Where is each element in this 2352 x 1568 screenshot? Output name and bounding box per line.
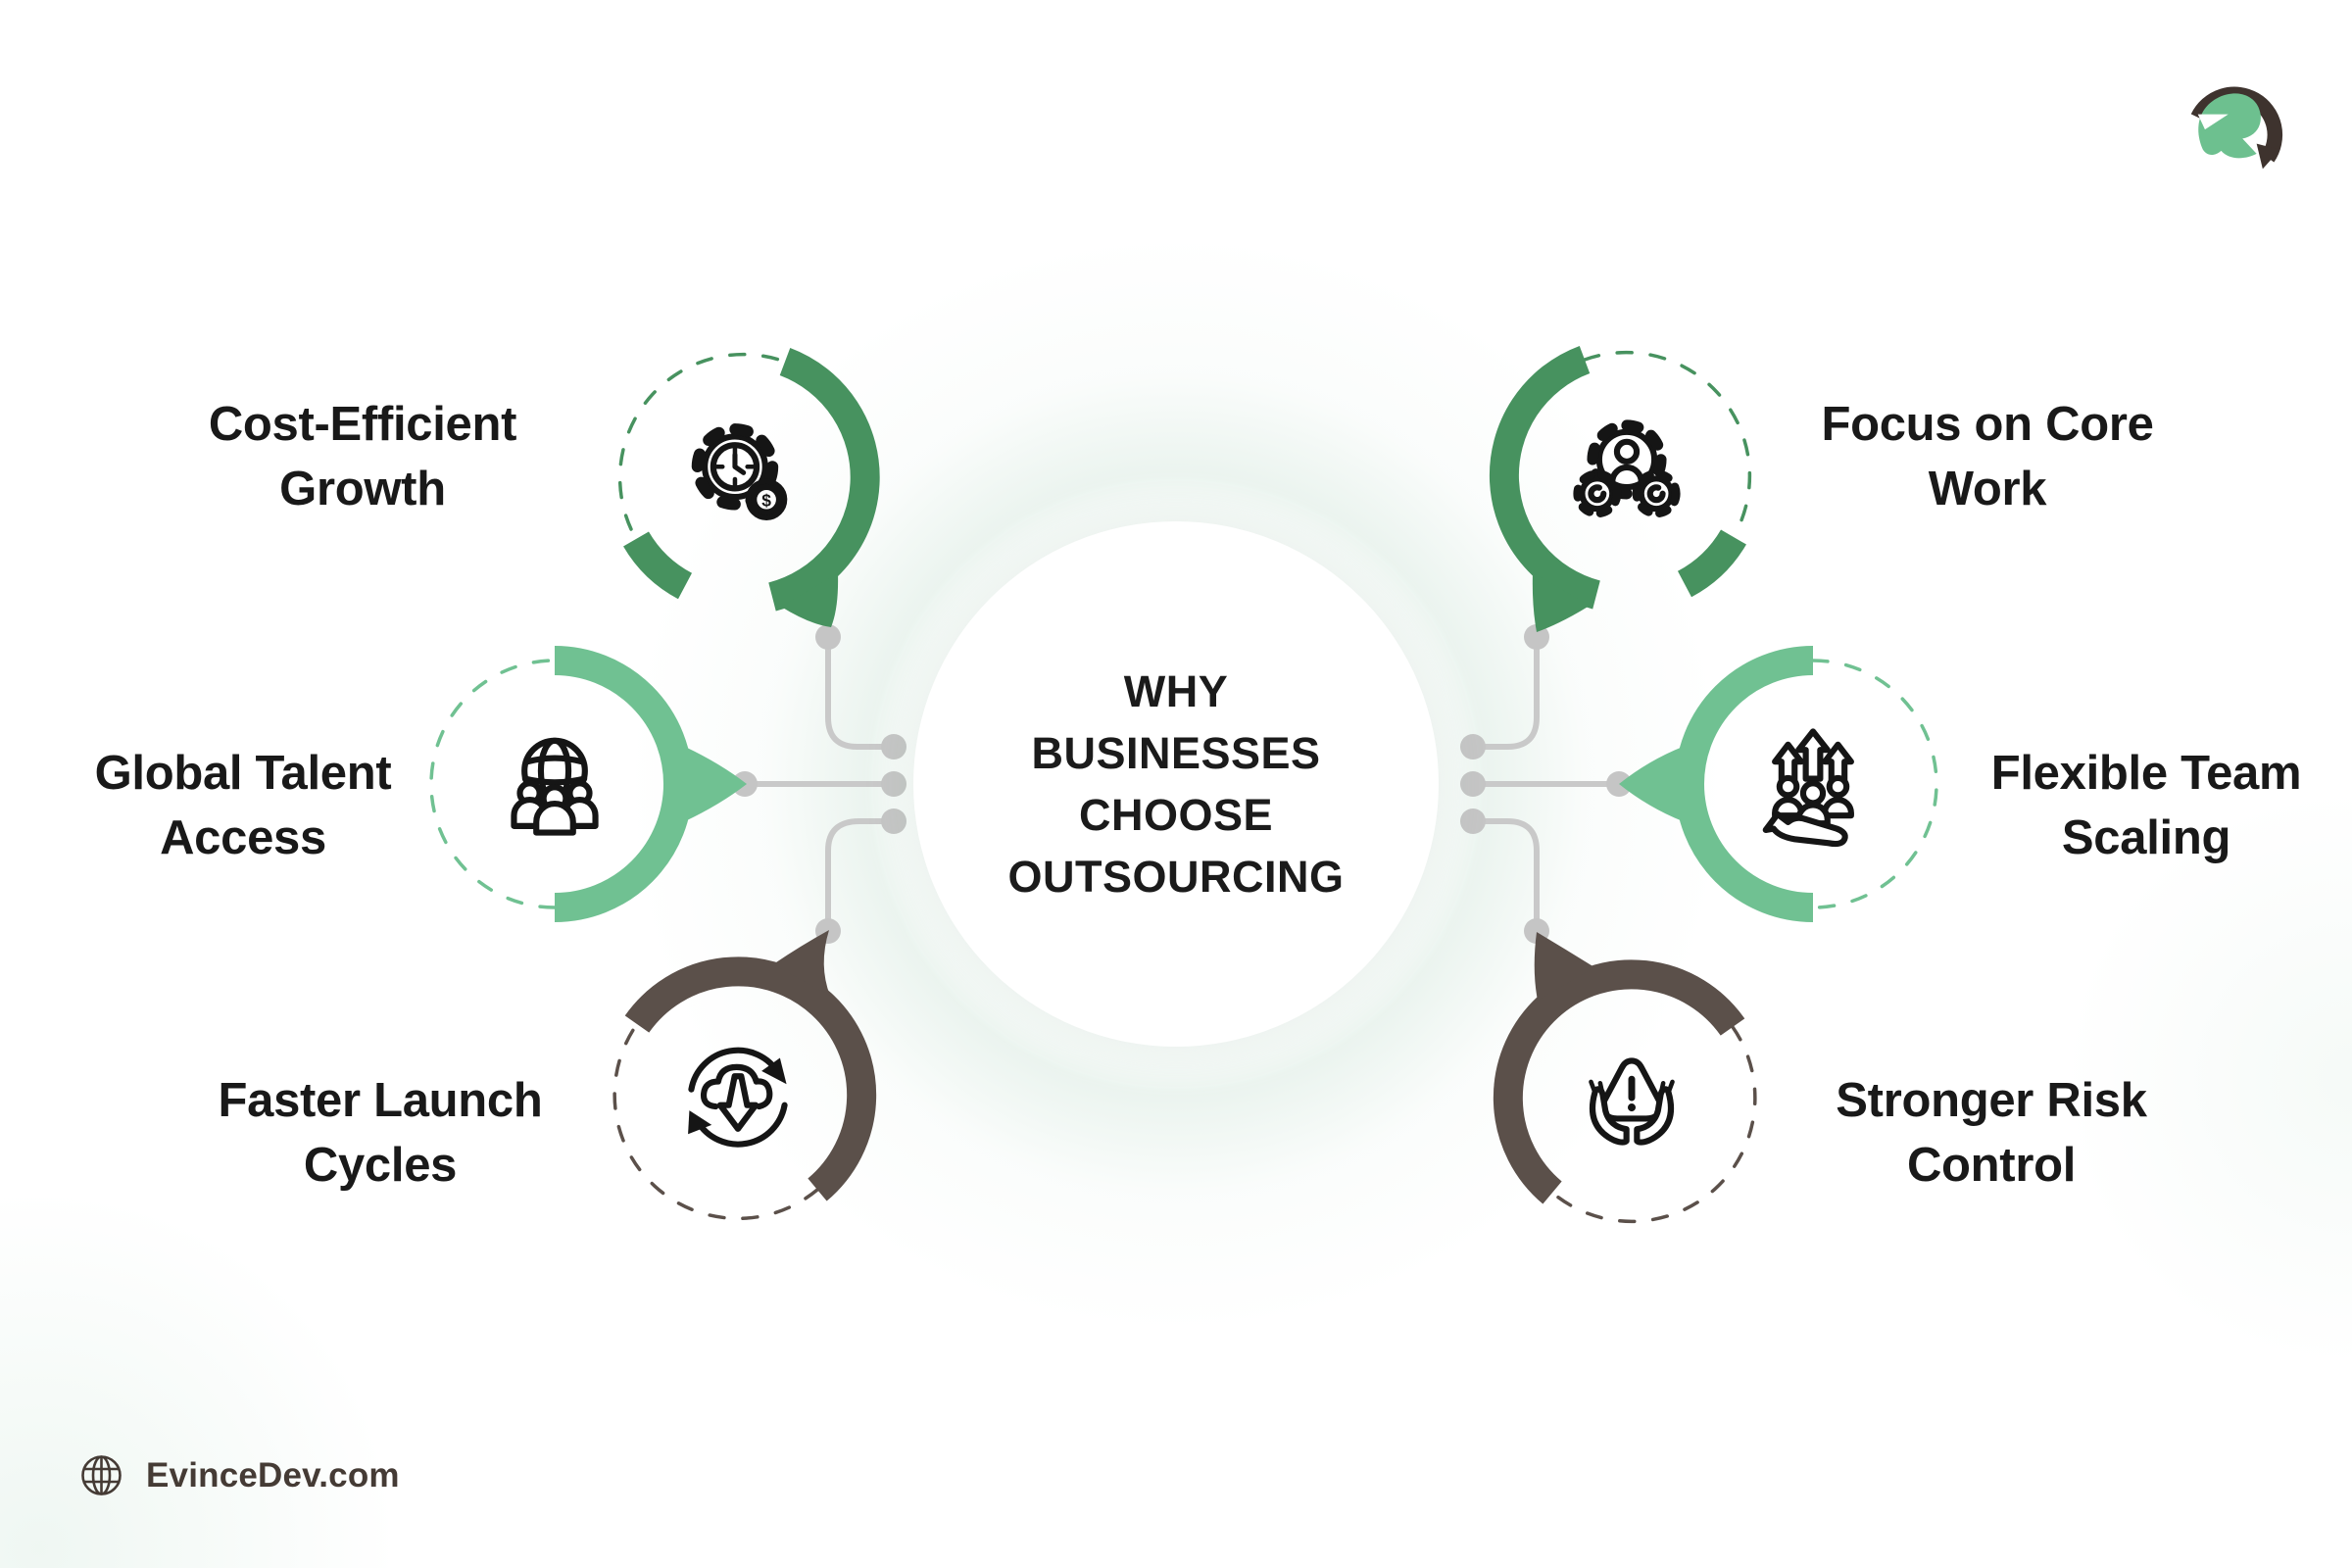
accent-arc	[1675, 646, 1814, 922]
title-line: CHOOSE	[1078, 790, 1274, 840]
logo-crest	[2190, 86, 2283, 163]
label-focus-on-core-work: Focus on Core Work	[1733, 392, 2242, 521]
node-cost-efficient-growth: $	[617, 347, 880, 627]
arc-tail	[773, 930, 830, 996]
logo-crest-tip	[2256, 143, 2280, 170]
label-line: Growth	[279, 463, 446, 515]
arc-tail	[781, 573, 839, 627]
label-line: Cost-Efficient	[208, 398, 517, 451]
label-line: Work	[1928, 463, 2047, 515]
node-stronger-risk-control	[1493, 932, 1757, 1224]
page-title: WHY BUSINESSES CHOOSE OUTSOURCING	[1008, 661, 1345, 907]
footer-site-link[interactable]: EvinceDev.com	[146, 1455, 400, 1494]
gear-clock-dollar-icon: $	[691, 423, 788, 520]
label-line: Stronger Risk	[1836, 1074, 2147, 1127]
label-line: Flexible Team	[1990, 747, 2302, 800]
node-faster-launch-cycles	[612, 930, 877, 1221]
connector-top-right	[1470, 634, 1540, 750]
logo-visor-notch	[2197, 114, 2229, 130]
center-circle: WHY BUSINESSES CHOOSE OUTSOURCING	[913, 521, 1439, 1047]
label-cost-efficient-growth: Cost-Efficient Growth	[108, 392, 617, 521]
node-flexible-team-scaling	[1619, 646, 1938, 922]
accent-arc	[768, 347, 880, 612]
title-line: BUSINESSES	[1031, 728, 1321, 778]
accent-arc-small	[1677, 529, 1746, 598]
accent-arc-small	[623, 531, 693, 600]
title-line: WHY	[1123, 666, 1229, 716]
dashed-ring	[1583, 350, 1752, 529]
arc-tail	[1534, 932, 1594, 1001]
label-flexible-team-scaling: Flexible Team Scaling	[1891, 741, 2352, 870]
accent-arc	[554, 646, 693, 922]
connector-bottom-right	[1470, 818, 1540, 934]
label-line: Cycles	[303, 1139, 458, 1192]
title-line: OUTSOURCING	[1007, 852, 1345, 902]
label-line: Focus on Core	[1821, 398, 2154, 451]
svg-text:$: $	[761, 490, 771, 510]
footer: EvinceDev.com	[78, 1452, 400, 1498]
cloud-launch-cycle-icon	[688, 1047, 788, 1148]
label-faster-launch-cycles: Faster Launch Cycles	[125, 1068, 635, 1198]
label-line: Access	[160, 811, 326, 864]
arc-tail	[1532, 572, 1590, 632]
dashed-ring	[617, 352, 787, 531]
globe-team-icon	[511, 737, 599, 836]
logo-helmet	[2198, 93, 2261, 159]
node-global-talent-access	[429, 646, 747, 922]
dashed-ring	[1550, 1025, 1757, 1224]
label-line: Global Talent	[94, 747, 392, 800]
evincedev-helmet-logo	[2190, 86, 2283, 170]
node-focus-on-core-work	[1489, 345, 1752, 632]
label-stronger-risk-control: Stronger Risk Control	[1737, 1068, 2246, 1198]
gears-person-icon	[1573, 419, 1681, 518]
label-line: Scaling	[2061, 811, 2231, 864]
accent-arc	[624, 956, 877, 1201]
label-line: Faster Launch	[218, 1074, 543, 1127]
label-global-talent-access: Global Talent Access	[0, 741, 498, 870]
hands-warning-icon	[1589, 1057, 1675, 1146]
accent-arc	[1489, 345, 1601, 610]
arc-tail	[685, 747, 747, 821]
team-scaling-hand-icon	[1762, 728, 1854, 848]
connector-bottom-left	[825, 818, 897, 934]
connector-top-left	[825, 634, 897, 750]
globe-icon	[81, 1455, 122, 1495]
accent-arc	[1493, 959, 1745, 1204]
dashed-ring	[612, 1022, 819, 1221]
arc-tail	[1619, 747, 1683, 821]
label-line: Control	[1906, 1139, 2077, 1192]
